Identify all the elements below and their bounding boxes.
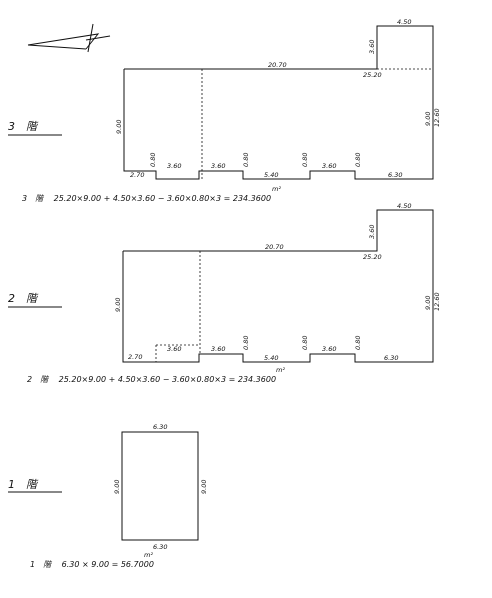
floor-2-dim-inner-width: 25.20 (363, 253, 382, 261)
floor-3-dim-bottom-6: 5.40 (264, 171, 278, 179)
floor-3-dim-bottom-5: 0.80 (242, 153, 250, 167)
floor-2-dim-tower-width: 4.50 (397, 202, 411, 210)
floor-3-dim-bottom-4: 3.60 (211, 162, 225, 170)
floor-3-dim-right-height-b: 12.60 (433, 108, 441, 127)
floor-1-dim-left: 9.00 (113, 480, 121, 494)
floor-3-dim-tower-height: 3.60 (368, 40, 376, 54)
floor-2-dim-bottom-7: 3.60 (322, 345, 336, 353)
floor-3-dim-bottom-2: 0.80 (149, 153, 157, 167)
floor-3-dim-left-height: 9.00 (115, 120, 123, 134)
floor-2-dim-right-height-a: 9.00 (424, 296, 432, 310)
floor-3-dim-bottom-8: 3.60 (322, 162, 336, 170)
floor-2-dim-bottom-1: 2.70 (128, 353, 142, 361)
floor-3-outline (123, 25, 434, 180)
floor-3-dim-bottom-9: 0.80 (354, 153, 362, 167)
floor-2-dim-top-width: 20.70 (265, 243, 284, 251)
floor-2-dim-left-height: 9.00 (114, 298, 122, 312)
floor-2-dim-bottom-6: 0.80 (301, 336, 309, 350)
floor-2-unit: m² (276, 366, 285, 374)
floor-1-formula: 1 階 6.30 × 9.00 = 56.7000 (30, 560, 154, 569)
floor-3-dim-bottom-3: 3.60 (167, 162, 181, 170)
floor-2-dim-bottom-4: 0.80 (242, 336, 250, 350)
floor-3-dim-top-width: 20.70 (268, 61, 287, 69)
floor-2-dim-right-height-b: 12.60 (433, 292, 441, 311)
floor-2-dim-bottom-5: 5.40 (264, 354, 278, 362)
floor-2-dim-bottom-3: 3.60 (211, 345, 225, 353)
floor-3-dim-right-height-a: 9.00 (424, 112, 432, 126)
floor-1-dim-bottom: 6.30 (153, 543, 167, 551)
north-arrow-icon (27, 23, 111, 53)
floor-3-dim-bottom-7: 0.80 (301, 153, 309, 167)
floor-2-formula: 2 階 25.20×9.00 + 4.50×3.60 − 3.60×0.80×3… (27, 375, 276, 384)
floor-2-dim-bottom-8: 0.80 (354, 336, 362, 350)
floor-2-label: 2 階 (8, 292, 39, 305)
floor-2-outline (122, 209, 434, 363)
floor-3-unit: m² (272, 185, 281, 193)
floor-3-dim-bottom-1: 2.70 (130, 171, 144, 179)
floor-3-dim-bottom-10: 6.30 (388, 171, 402, 179)
floor-2-dim-tower-height: 3.60 (368, 225, 376, 239)
floor-3-dim-tower-width: 4.50 (397, 18, 411, 26)
floor-1-dim-right: 9.00 (200, 480, 208, 494)
floor-1-plan: 1 階 6.30 6.30 9.00 9.00 1 階 6.30 × 9.00 … (8, 423, 208, 569)
floor-1-label: 1 階 (8, 478, 39, 491)
floor-2-dim-bottom-2: 3.60 (167, 345, 181, 353)
floor-1-dim-top: 6.30 (153, 423, 167, 431)
floor-3-label: 3 階 (8, 120, 39, 133)
floor-2-plan: 2 階 4.50 20.70 25.20 3.60 9.00 9.00 12.6… (8, 202, 441, 384)
floor-3-plan: 3 階 4.50 20.70 25.20 3.60 9.00 9.00 12.6… (8, 18, 441, 203)
floor-2-dim-bottom-9: 6.30 (384, 354, 398, 362)
floor-3-dim-inner-width: 25.20 (363, 71, 382, 79)
floor-1-outline (121, 431, 199, 541)
floor-1-unit: m² (144, 551, 153, 559)
floor-3-formula: 3 階 25.20×9.00 + 4.50×3.60 − 3.60×0.80×3… (22, 194, 271, 203)
